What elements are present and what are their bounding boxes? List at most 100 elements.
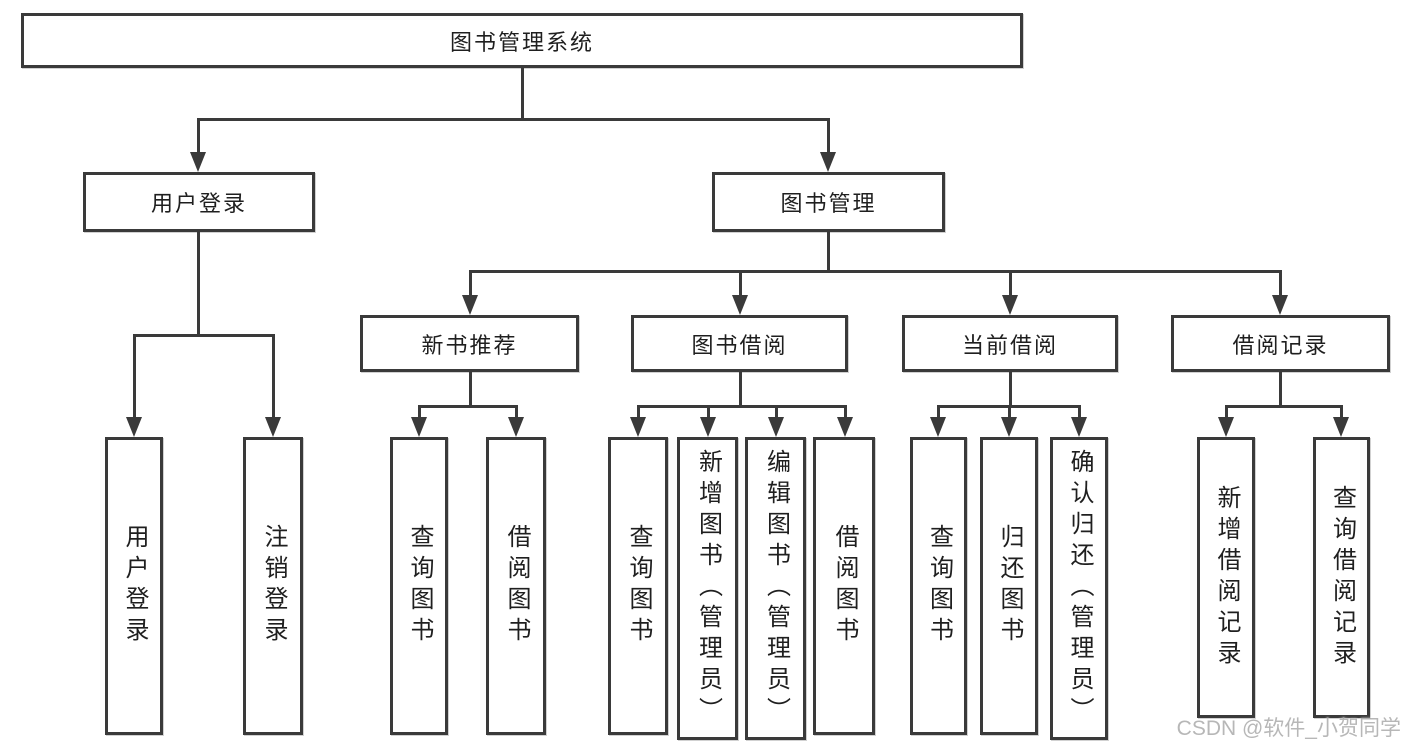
connector-arrow-query-books-2 (630, 405, 646, 437)
connector-arrow-borrow-records (1272, 270, 1288, 315)
connector-arrow-return-books (1001, 405, 1017, 437)
leaf-query-books-2: 查询图书 (608, 437, 668, 735)
leaf-query-books-3: 查询图书 (910, 437, 967, 735)
arrow-stem (636, 405, 640, 419)
arrow-down-icon (508, 417, 524, 437)
arrow-down-icon (265, 417, 281, 437)
arrow-down-icon (768, 417, 784, 437)
leaf-query-books-1: 查询图书 (390, 437, 448, 735)
connector-arrow-query-borrow-record (1333, 405, 1349, 437)
connector-arrow-current-borrow (1002, 270, 1018, 315)
connector-arrow-new-book-recommend (462, 270, 478, 315)
leaf-add-books-admin: 新增图书（管理员） (677, 437, 738, 740)
connector-book-management-bar (468, 270, 1282, 273)
leaf-add-borrow-record: 新增借阅记录 (1197, 437, 1255, 718)
connector-arrow-book-management (820, 118, 836, 172)
connector-book-borrow-stem (738, 372, 742, 408)
connector-new-book-bar (417, 405, 518, 408)
node-label: 确认归还（管理员） (1066, 449, 1093, 728)
node-label: 新增借阅记录 (1213, 484, 1240, 671)
node-book-management: 图书管理 (712, 172, 945, 232)
node-new-book-recommend: 新书推荐 (360, 315, 579, 372)
node-label: 注销登录 (260, 524, 287, 648)
arrow-down-icon (126, 417, 142, 437)
node-label: 借阅图书 (503, 524, 530, 648)
leaf-user-login: 用户登录 (105, 437, 163, 735)
arrow-down-icon (411, 417, 427, 437)
arrow-stem (774, 405, 778, 419)
leaf-confirm-return-admin: 确认归还（管理员） (1050, 437, 1108, 740)
arrow-down-icon (820, 152, 836, 172)
arrow-stem (1007, 405, 1011, 419)
connector-current-borrow-stem (1008, 372, 1012, 408)
connector-arrow-query-books-3 (930, 405, 946, 437)
connector-arrow-leaf-user-login (126, 334, 142, 437)
node-label: 编辑图书（管理员） (762, 449, 790, 728)
arrow-stem (843, 405, 847, 419)
arrow-stem (1278, 270, 1282, 297)
leaf-borrow-books-1: 借阅图书 (486, 437, 546, 735)
arrow-down-icon (1333, 417, 1349, 437)
leaf-query-borrow-record: 查询借阅记录 (1313, 437, 1370, 718)
arrow-down-icon (190, 152, 206, 172)
node-label: 当前借阅 (961, 332, 1058, 358)
leaf-return-books: 归还图书 (980, 437, 1038, 735)
node-user-login: 用户登录 (83, 172, 315, 232)
connector-book-borrow-bar (636, 405, 847, 408)
node-label: 查询图书 (406, 524, 433, 648)
arrow-stem (826, 118, 830, 154)
arrow-stem (514, 405, 518, 419)
arrow-stem (417, 405, 421, 419)
arrow-stem (271, 334, 275, 419)
arrow-stem (1339, 405, 1343, 419)
node-label: 新书推荐 (421, 332, 518, 358)
node-label: 图书管理 (780, 191, 877, 216)
arrow-stem (196, 118, 200, 154)
connector-book-management-stem (826, 232, 830, 273)
connector-arrow-borrow-books-2 (837, 405, 853, 437)
arrow-down-icon (732, 295, 748, 315)
node-label: 新增图书（管理员） (694, 449, 722, 728)
connector-root-stem (520, 68, 524, 121)
connector-arrow-user-login (190, 118, 206, 172)
node-current-borrow: 当前借阅 (902, 315, 1118, 372)
leaf-edit-books-admin: 编辑图书（管理员） (745, 437, 806, 740)
connector-arrow-book-borrow (732, 270, 748, 315)
arrow-stem (1224, 405, 1228, 419)
connector-borrow-records-stem (1278, 372, 1282, 408)
arrow-down-icon (1071, 417, 1087, 437)
connector-arrow-query-books-1 (411, 405, 427, 437)
arrow-stem (706, 405, 710, 419)
node-borrow-records: 借阅记录 (1171, 315, 1390, 372)
connector-arrow-edit-books (768, 405, 784, 437)
connector-borrow-records-bar (1224, 405, 1343, 408)
node-label: 借阅图书 (831, 524, 858, 648)
connector-arrow-add-books (700, 405, 716, 437)
arrow-down-icon (700, 417, 716, 437)
node-library-system: 图书管理系统 (21, 13, 1023, 68)
arrow-down-icon (930, 417, 946, 437)
connector-arrow-add-borrow-record (1218, 405, 1234, 437)
arrow-down-icon (1218, 417, 1234, 437)
connector-arrow-leaf-logout (265, 334, 281, 437)
connector-root-bar (196, 118, 830, 121)
arrow-down-icon (837, 417, 853, 437)
node-label: 图书借阅 (691, 332, 788, 358)
connector-user-login-stem (196, 232, 200, 337)
arrow-stem (936, 405, 940, 419)
watermark: CSDN @软件_小贺同学 (1176, 717, 1401, 740)
node-label: 查询借阅记录 (1328, 484, 1356, 671)
node-label: 归还图书 (996, 524, 1023, 648)
connector-user-login-bar (132, 334, 275, 337)
connector-new-book-stem (468, 372, 472, 408)
arrow-down-icon (462, 295, 478, 315)
node-label: 借阅记录 (1232, 332, 1329, 358)
arrow-stem (738, 270, 742, 297)
node-book-borrow: 图书借阅 (631, 315, 848, 372)
arrow-stem (132, 334, 136, 419)
arrow-stem (1077, 405, 1081, 419)
leaf-borrow-books-2: 借阅图书 (813, 437, 875, 735)
node-label: 查询图书 (625, 524, 652, 648)
node-label: 图书管理系统 (449, 29, 594, 55)
